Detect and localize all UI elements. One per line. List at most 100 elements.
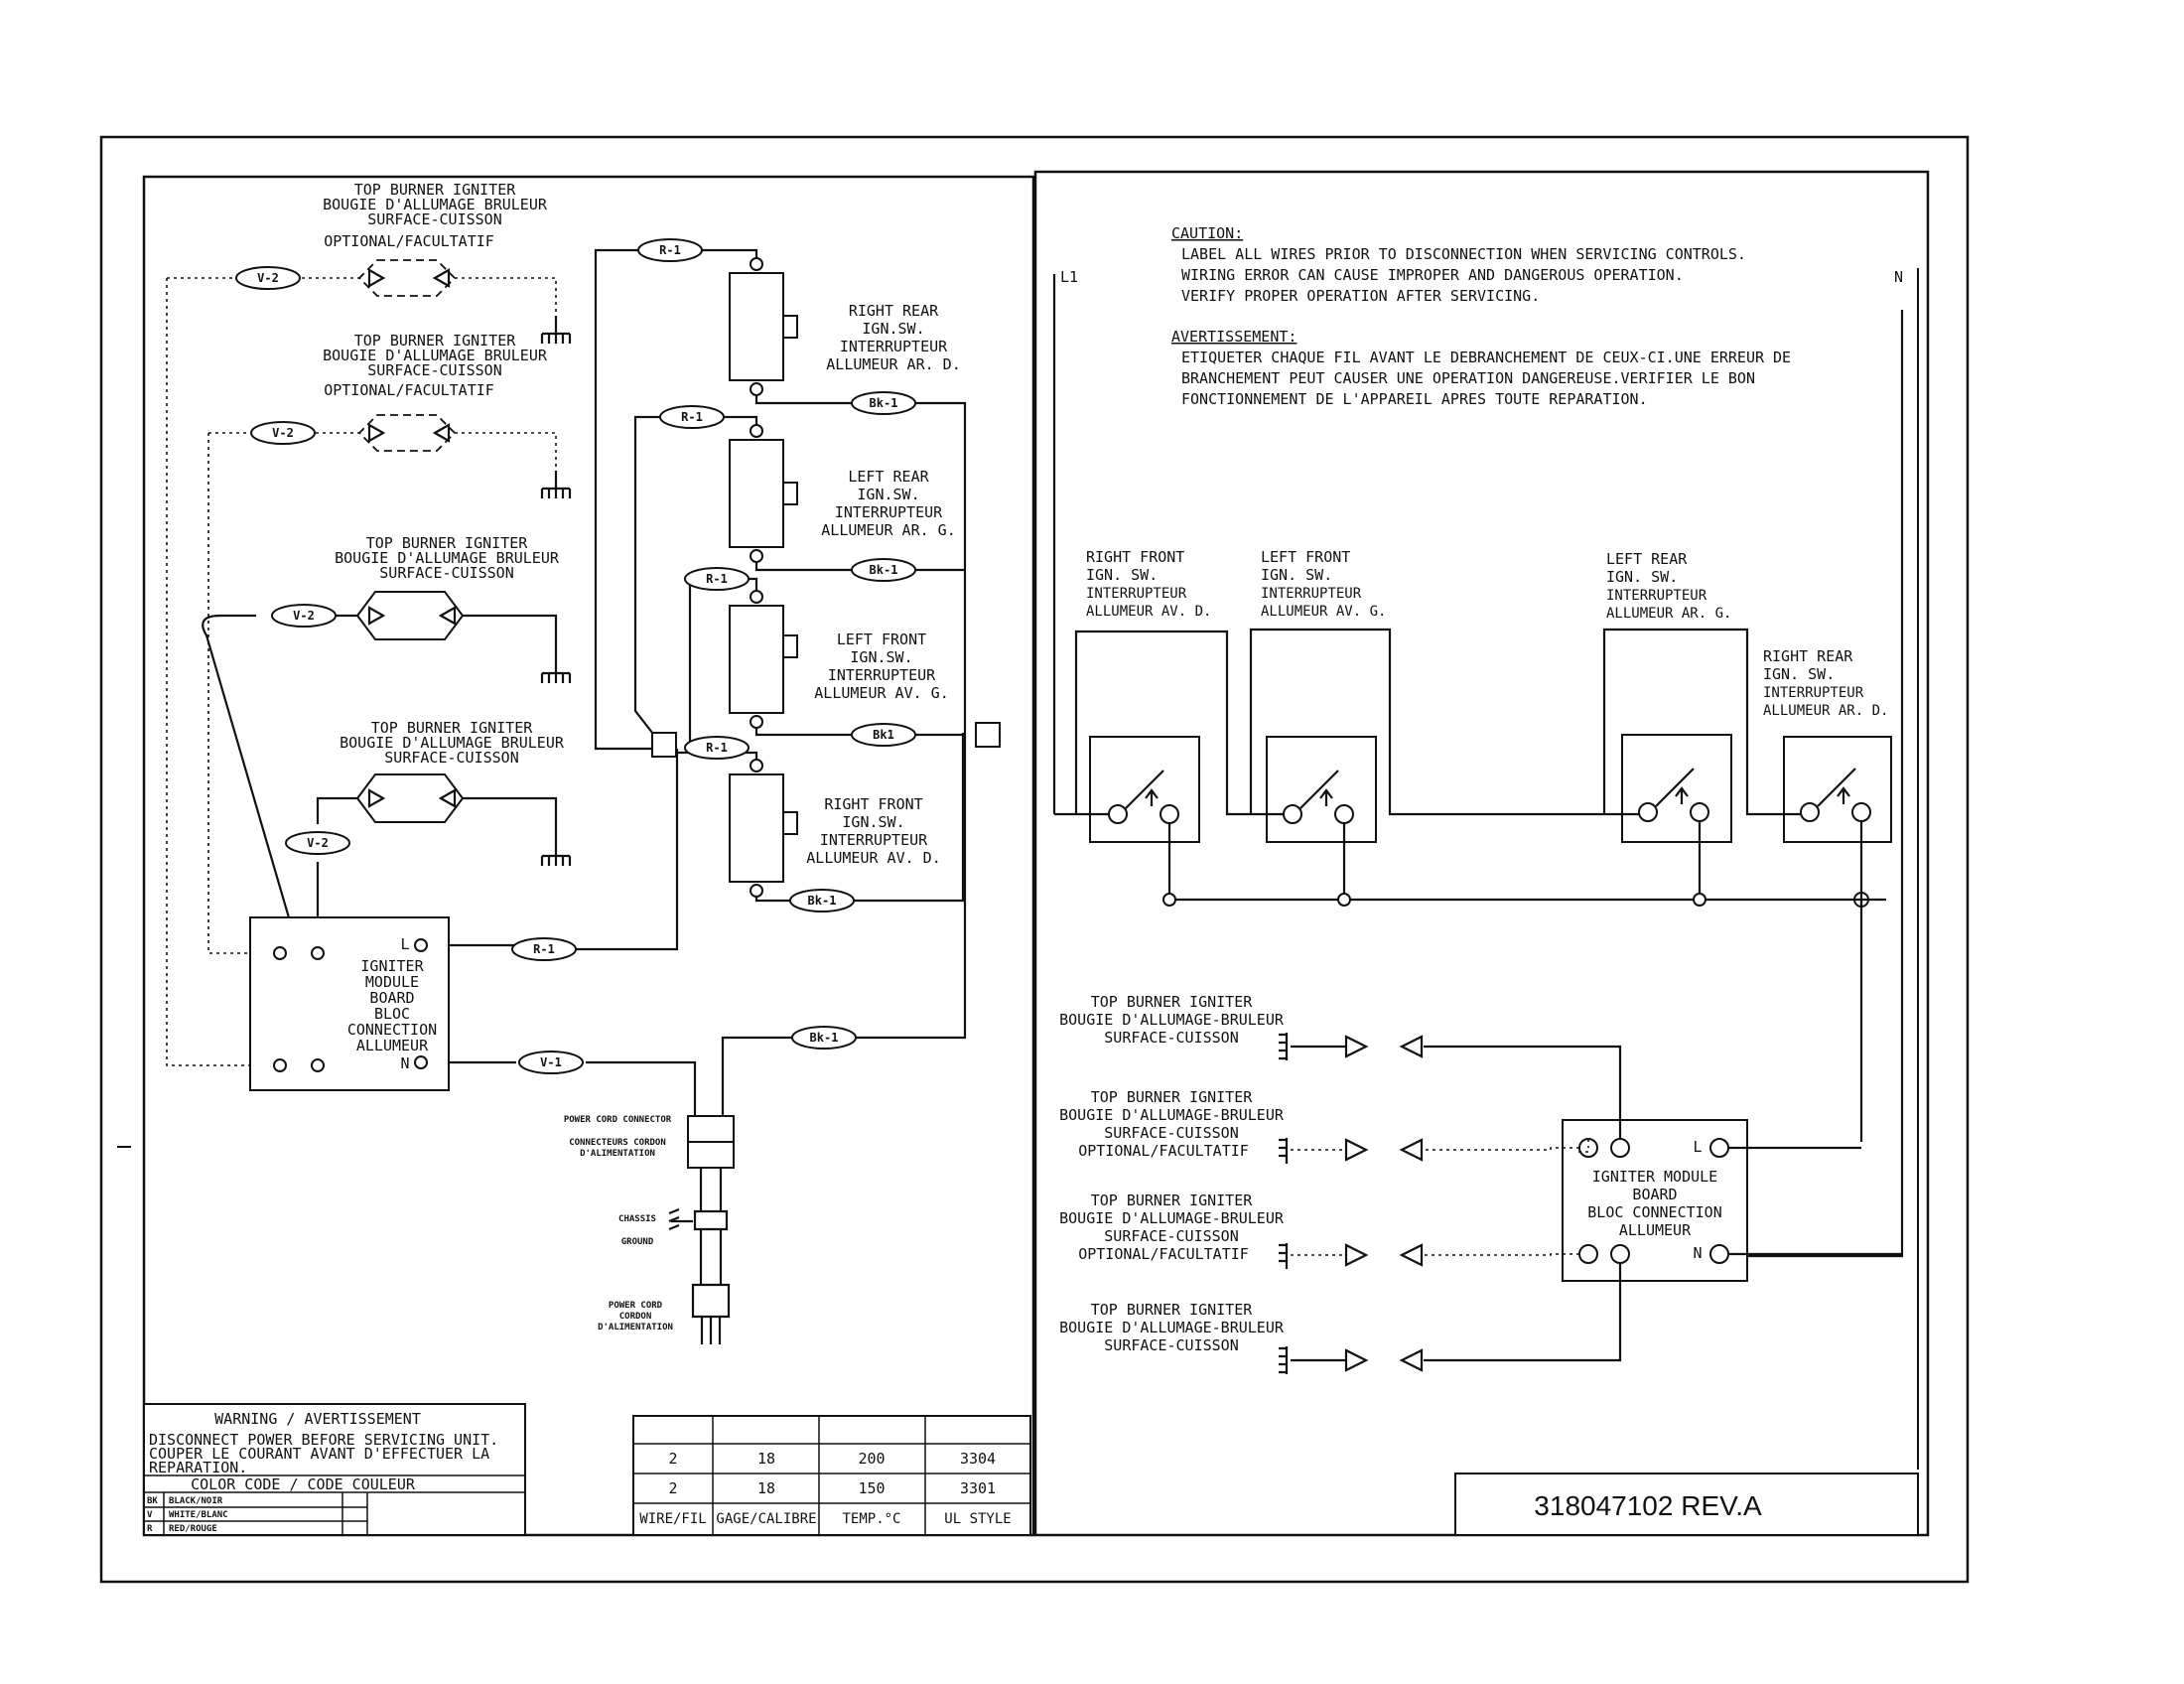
optional-label: OPTIONAL/FACULTATIF xyxy=(1078,1142,1249,1160)
color-name: WHITE/BLANC xyxy=(169,1510,228,1520)
wire-tag-label: R-1 xyxy=(706,572,728,586)
left-igniter-module-board: L N IGNITER MODULE BOARD BLOC CONNECTION… xyxy=(249,916,450,1091)
power-cord-connector-label: CONNECTEURS CORDON xyxy=(569,1138,666,1148)
power-cord-label: CORDON xyxy=(619,1312,652,1322)
chassis-ground-icon xyxy=(668,1207,680,1231)
module-label: BLOC xyxy=(374,1005,410,1023)
switch-label: RIGHT REAR xyxy=(1763,647,1853,665)
color-code: BK xyxy=(147,1496,158,1506)
switch-label: ALLUMEUR AR. G. xyxy=(1606,606,1731,622)
warning-text: REPARATION. xyxy=(149,1459,247,1476)
table-cell: 150 xyxy=(858,1479,885,1497)
wire-tag-label: V-1 xyxy=(540,1055,562,1069)
ground-icon xyxy=(540,469,572,500)
wire-tag-label: V-2 xyxy=(257,271,279,285)
right-igniter-module-board: L N IGNITER MODULE BOARD BLOC CONNECTION… xyxy=(1424,1045,1902,1362)
igniter-label: SURFACE-CUISSON xyxy=(367,361,501,379)
wire-tag-label: Bk-1 xyxy=(870,563,898,577)
switch-label: RIGHT REAR xyxy=(849,302,939,320)
avertissement-text: BRANCHEMENT PEUT CAUSER UNE OPERATION DA… xyxy=(1181,369,1755,387)
igniter-label: SURFACE-CUISSON xyxy=(367,210,501,228)
igniter-label: BOUGIE D'ALLUMAGE-BRULEUR xyxy=(1059,1319,1285,1336)
ground-icon xyxy=(540,836,572,868)
igniter-symbol xyxy=(355,591,465,640)
switch-label: ALLUMEUR AV. G. xyxy=(1261,604,1386,620)
switch-label: IGN. SW. xyxy=(1086,566,1158,584)
switch-label: INTERRUPTEUR xyxy=(1086,586,1187,602)
module-label: BOARD xyxy=(369,989,414,1007)
module-label: ALLUMEUR xyxy=(356,1037,429,1054)
table-cell: 2 xyxy=(668,1450,677,1468)
warning-text: COUPER LE COURANT AVANT D'EFFECTUER LA xyxy=(149,1445,489,1463)
switch-right-front xyxy=(729,773,784,883)
module-terminal-l: L xyxy=(400,935,409,953)
switch-label: INTERRUPTEUR xyxy=(1763,685,1864,701)
caution-block: CAUTION: LABEL ALL WIRES PRIOR TO DISCON… xyxy=(1171,224,1791,408)
wire-tag-label: Bk-1 xyxy=(870,396,898,410)
wire-tag-label: Bk-1 xyxy=(808,894,837,908)
module-label: ALLUMEUR xyxy=(1619,1221,1692,1239)
module-terminal-n: N xyxy=(1693,1244,1702,1262)
module-label: BOARD xyxy=(1632,1186,1677,1203)
table-header: TEMP.°C xyxy=(842,1511,900,1527)
switch-label: IGN.SW. xyxy=(862,320,924,338)
igniter-symbol xyxy=(357,259,457,297)
switch-left-front xyxy=(729,605,784,714)
wire-tag-label: R-1 xyxy=(681,410,703,424)
igniter-label: BOUGIE D'ALLUMAGE BRULEUR xyxy=(335,549,560,567)
power-cord-label: POWER CORD xyxy=(609,1301,663,1311)
module-label: IGNITER xyxy=(360,957,424,975)
wire-tag-v2 xyxy=(235,266,301,290)
left-switch-stack: RIGHT REAR IGN.SW. INTERRUPTEUR ALLUMEUR… xyxy=(729,257,961,898)
caution-text: VERIFY PROPER OPERATION AFTER SERVICING. xyxy=(1181,287,1540,305)
module-label: MODULE xyxy=(365,973,419,991)
switch-label: LEFT REAR xyxy=(848,468,929,486)
igniter-electrodes xyxy=(367,606,457,626)
igniter-symbol xyxy=(355,773,465,823)
color-code: R xyxy=(147,1524,153,1534)
wire-spec-table: 2 18 200 3304 2 18 150 3301 WIRE/FIL GAG… xyxy=(632,1415,1031,1536)
warning-title: WARNING / AVERTISSEMENT xyxy=(214,1410,421,1428)
igniter-label: BOUGIE D'ALLUMAGE BRULEUR xyxy=(323,196,548,213)
part-number-block: 318047102 REV.A xyxy=(1454,1473,1919,1536)
table-cell: 3301 xyxy=(960,1479,996,1497)
igniter-label: SURFACE-CUISSON xyxy=(384,749,518,767)
igniter-electrodes xyxy=(367,423,451,443)
neutral-label: N xyxy=(1894,268,1903,286)
igniter-label: BOUGIE D'ALLUMAGE-BRULEUR xyxy=(1059,1011,1285,1029)
table-header: GAGE/CALIBRE xyxy=(716,1511,816,1527)
igniter-label: SURFACE-CUISSON xyxy=(379,564,513,582)
igniter-label: SURFACE-CUISSON xyxy=(1104,1029,1238,1047)
switch-label: ALLUMEUR AR. D. xyxy=(826,355,960,373)
right-switches: RIGHT FRONT IGN. SW. INTERRUPTEUR ALLUME… xyxy=(1052,274,1904,1258)
switch-label: LEFT REAR xyxy=(1606,550,1688,568)
optional-label: OPTIONAL/FACULTATIF xyxy=(324,232,494,250)
left-igniter-4: TOP BURNER IGNITER BOUGIE D'ALLUMAGE BRU… xyxy=(285,719,572,948)
wire-tag-label: R-1 xyxy=(706,741,728,755)
igniter-label: BOUGIE D'ALLUMAGE-BRULEUR xyxy=(1059,1106,1285,1124)
power-cord-connector-label: D'ALIMENTATION xyxy=(580,1149,655,1159)
switch-label: ALLUMEUR AV. G. xyxy=(814,684,948,702)
avertissement-text: ETIQUETER CHAQUE FIL AVANT LE DEBRANCHEM… xyxy=(1181,349,1791,366)
switch-label: INTERRUPTEUR xyxy=(1606,588,1707,604)
chassis-ground-label: GROUND xyxy=(621,1237,654,1247)
left-panel-frame xyxy=(142,175,1035,1537)
ground-icon xyxy=(540,314,572,346)
power-cord-label: D'ALIMENTATION xyxy=(598,1323,673,1333)
igniter-label: TOP BURNER IGNITER xyxy=(1091,1301,1254,1319)
switch-label: ALLUMEUR AV. D. xyxy=(1086,604,1211,620)
wire-tag-v2 xyxy=(285,831,350,855)
switch-label: IGN.SW. xyxy=(842,813,904,831)
table-cell: 3304 xyxy=(960,1450,996,1468)
switch-label: IGN.SW. xyxy=(857,486,919,503)
switch-label: LEFT FRONT xyxy=(1261,548,1350,566)
igniter-label: TOP BURNER IGNITER xyxy=(1091,1192,1254,1209)
wire-tag-label: V-2 xyxy=(307,836,329,850)
table-cell: 200 xyxy=(858,1450,885,1468)
switch-label: INTERRUPTEUR xyxy=(820,831,928,849)
ground-icon xyxy=(540,653,572,685)
left-igniter-3: TOP BURNER IGNITER BOUGIE D'ALLUMAGE BRU… xyxy=(202,534,572,956)
splice-left xyxy=(651,732,677,758)
outer-frame xyxy=(99,135,1970,1584)
